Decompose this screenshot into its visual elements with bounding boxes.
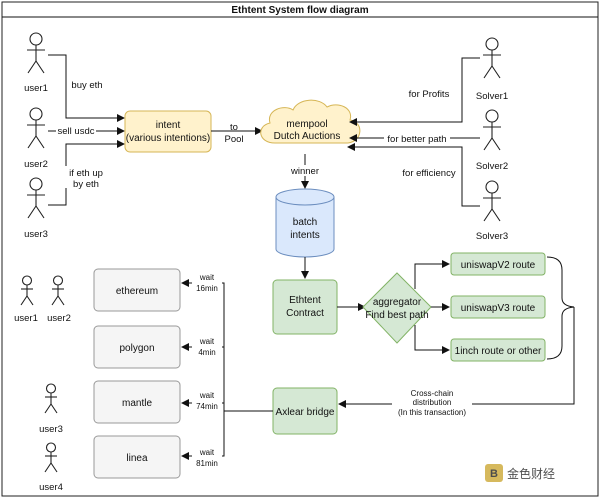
- edge-pool-label: Pool: [224, 134, 243, 145]
- node-mempool: mempool Dutch Auctions: [260, 99, 361, 144]
- node-route-v2-label: uniswapV2 route: [461, 260, 536, 271]
- actor-solver1-label: Solver1: [476, 91, 508, 102]
- node-ethereum-label: ethereum: [116, 286, 158, 297]
- actor-user2: user2: [24, 107, 48, 170]
- actor-solver3: Solver3: [476, 180, 508, 242]
- node-batch-label: batch: [293, 217, 317, 228]
- edge-if-eth-up-bg: [60, 166, 102, 188]
- watermark-logo-icon: [485, 464, 503, 482]
- edge-solver1-mempool: [349, 57, 480, 126]
- actor-bottom-user2: user2: [47, 275, 71, 324]
- wait-linea-bg: [192, 446, 222, 468]
- node-chain-mantle: mantle: [93, 380, 181, 424]
- edge-to-label: to: [230, 122, 238, 133]
- edge-in-this-transaction-label: (In this transaction): [398, 408, 466, 417]
- diagram-title: Ethtent System flow diagram: [231, 5, 368, 16]
- wait-linea-label: wait: [199, 448, 215, 457]
- node-chain-linea: linea: [93, 435, 181, 479]
- node-aggregator-sublabel: Find best path: [365, 310, 428, 321]
- edge-winner-label: winner: [290, 166, 319, 177]
- node-intent-label: intent: [156, 120, 181, 131]
- edge-distribution-label: distribution: [413, 398, 452, 407]
- actor-bottom-user3: user3: [39, 383, 63, 435]
- edge-for-better-path-label: for better path: [387, 134, 446, 145]
- node-axlear-bridge: Axlear bridge: [272, 387, 338, 435]
- wait-ethereum-bg: [192, 271, 222, 293]
- actor-solver1: Solver1: [476, 37, 508, 102]
- node-aggregator-label: aggregator: [373, 297, 422, 308]
- node-route-uniswapv2: uniswapV2 route: [450, 252, 546, 276]
- watermark-text: 金色财经: [507, 466, 555, 481]
- edge-winner-bg: [287, 165, 323, 176]
- actor-solver3-label: Solver3: [476, 231, 508, 242]
- routes-brace: [546, 256, 575, 360]
- actor-solver2-label: Solver2: [476, 161, 508, 172]
- node-mantle-label: mantle: [122, 398, 152, 409]
- edge-for-efficiency-label: for efficiency: [402, 168, 455, 179]
- actor-user3-label: user3: [24, 229, 48, 240]
- node-route-1inch-label: 1inch route or other: [455, 346, 542, 357]
- node-bridge-label: Axlear bridge: [276, 407, 335, 418]
- actor-bottom-user3-label: user3: [39, 424, 63, 435]
- node-batch-sublabel: intents: [290, 230, 319, 241]
- edge-cross-chain-label: Cross-chain: [411, 389, 454, 398]
- edge-sell-usdc-bg: [56, 125, 96, 136]
- wait-ethereum-time: 16min: [196, 284, 218, 293]
- edge-buy-eth-label: buy eth: [71, 80, 102, 91]
- wait-polygon-label: wait: [199, 337, 215, 346]
- wait-polygon-bg: [192, 335, 222, 357]
- actor-bottom-user4-label: user4: [39, 482, 63, 493]
- edge-for-profits-bg: [408, 88, 450, 99]
- node-route-v3-label: uniswapV3 route: [461, 303, 536, 314]
- edge-by-eth-label: by eth: [73, 179, 99, 190]
- actor-user1: user1: [24, 32, 48, 94]
- edge-aggregator-1inch: [414, 325, 450, 354]
- wait-polygon-time: 4min: [198, 348, 215, 357]
- node-aggregator: aggregator Find best path: [362, 272, 432, 344]
- node-polygon-label: polygon: [119, 343, 154, 354]
- edge-if-eth-up-label: if eth up: [69, 168, 103, 179]
- wait-mantle-time: 74min: [196, 402, 218, 411]
- node-intent-sublabel: (various intentions): [126, 133, 210, 144]
- wait-linea-time: 81min: [196, 459, 218, 468]
- edge-user1-intent: [48, 54, 125, 122]
- node-mempool-label: mempool: [286, 119, 327, 130]
- node-batch-intents: batch intents: [275, 188, 335, 258]
- actor-user1-label: user1: [24, 83, 48, 94]
- node-intent: intent (various intentions): [124, 110, 212, 153]
- edge-aggregator-v2: [414, 260, 450, 289]
- node-contract-label: Ethtent: [289, 295, 321, 306]
- watermark: B 金色财经: [485, 464, 555, 482]
- watermark-logo-glyph: B: [490, 468, 498, 480]
- node-ethtent-contract: Ethtent Contract: [272, 279, 338, 335]
- edge-for-profits-label: for Profits: [409, 89, 450, 100]
- node-route-uniswapv3: uniswapV3 route: [450, 295, 546, 319]
- node-linea-label: linea: [126, 453, 148, 464]
- wait-mantle-bg: [192, 389, 222, 411]
- edge-for-efficiency-bg: [402, 167, 456, 178]
- wait-ethereum-label: wait: [199, 273, 215, 282]
- node-chain-ethereum: ethereum: [93, 268, 181, 312]
- actor-bottom-user1-label: user1: [14, 313, 38, 324]
- actor-bottom-user2-label: user2: [47, 313, 71, 324]
- actor-user3: user3: [24, 177, 48, 240]
- wait-mantle-label: wait: [199, 391, 215, 400]
- edge-cross-chain-bg: [392, 386, 472, 418]
- edge-solver3-mempool: [347, 143, 480, 207]
- node-chain-polygon: polygon: [93, 325, 181, 369]
- node-mempool-sublabel: Dutch Auctions: [274, 131, 341, 142]
- edge-sell-usdc-label: sell usdc: [58, 126, 95, 137]
- node-route-1inch: 1inch route or other: [450, 338, 546, 362]
- node-contract-sublabel: Contract: [286, 308, 324, 319]
- actor-solver2: Solver2: [476, 109, 508, 172]
- actor-user2-label: user2: [24, 159, 48, 170]
- actor-bottom-user1: user1: [14, 275, 38, 324]
- edge-for-better-path-bg: [384, 133, 450, 144]
- actor-bottom-user4: user4: [39, 442, 63, 493]
